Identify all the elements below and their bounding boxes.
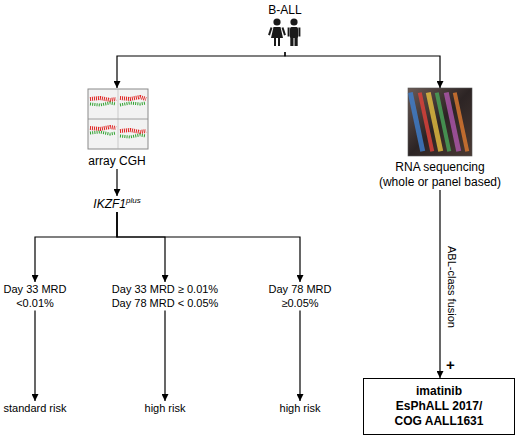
rna-seq-image <box>408 88 472 156</box>
connector-arrow <box>117 212 300 282</box>
connector-arrow <box>299 311 300 401</box>
risk-node: standard risk <box>0 401 70 415</box>
node-text: RNA sequencing (whole or panel based) <box>378 160 503 190</box>
connector-arrow <box>34 311 35 401</box>
array-cgh-image <box>88 89 148 149</box>
node-text: array CGH <box>72 154 162 169</box>
node-text: Day 33 MRD <0.01% <box>0 282 70 311</box>
method-node: array CGH <box>72 88 162 169</box>
connector-arrow <box>116 169 117 196</box>
node-text: high risk <box>260 401 340 415</box>
node-text: Day 33 MRD ≥ 0.01% Day 78 MRD < 0.05% <box>109 282 221 311</box>
connector-arrow <box>117 212 165 282</box>
children-icon <box>268 18 300 46</box>
annotation-label: + <box>446 356 455 373</box>
node-text: B-ALL <box>255 3 315 18</box>
node-text: IKZF1 <box>93 197 126 211</box>
connector-arrow <box>35 212 117 282</box>
criterion-node: Day 33 MRD ≥ 0.01% Day 78 MRD < 0.05% <box>109 282 221 311</box>
disease-node: B-ALL <box>255 3 315 52</box>
node-text: Day 78 MRD ≥0.05% <box>265 282 335 311</box>
risk-node: high risk <box>125 401 205 415</box>
gene-node: IKZF1plus <box>82 196 152 212</box>
node-text: standard risk <box>0 401 70 415</box>
connector-arrow <box>117 52 285 88</box>
connector-arrow <box>164 311 165 401</box>
edge-label: ABL-class fusion <box>446 246 458 328</box>
node-text: plus <box>126 196 141 205</box>
method-node: RNA sequencing (whole or panel based) <box>370 88 510 190</box>
node-text: high risk <box>125 401 205 415</box>
risk-node: high risk <box>260 401 340 415</box>
node-text: imatinib EsPhALL 2017/ COG AALL1631 <box>391 384 487 429</box>
treatment-box: imatinib EsPhALL 2017/ COG AALL1631 <box>363 378 515 435</box>
connector-arrow <box>285 52 440 88</box>
connector-arrow <box>439 190 440 378</box>
criterion-node: Day 78 MRD ≥0.05% <box>265 282 335 311</box>
criterion-node: Day 33 MRD <0.01% <box>0 282 70 311</box>
